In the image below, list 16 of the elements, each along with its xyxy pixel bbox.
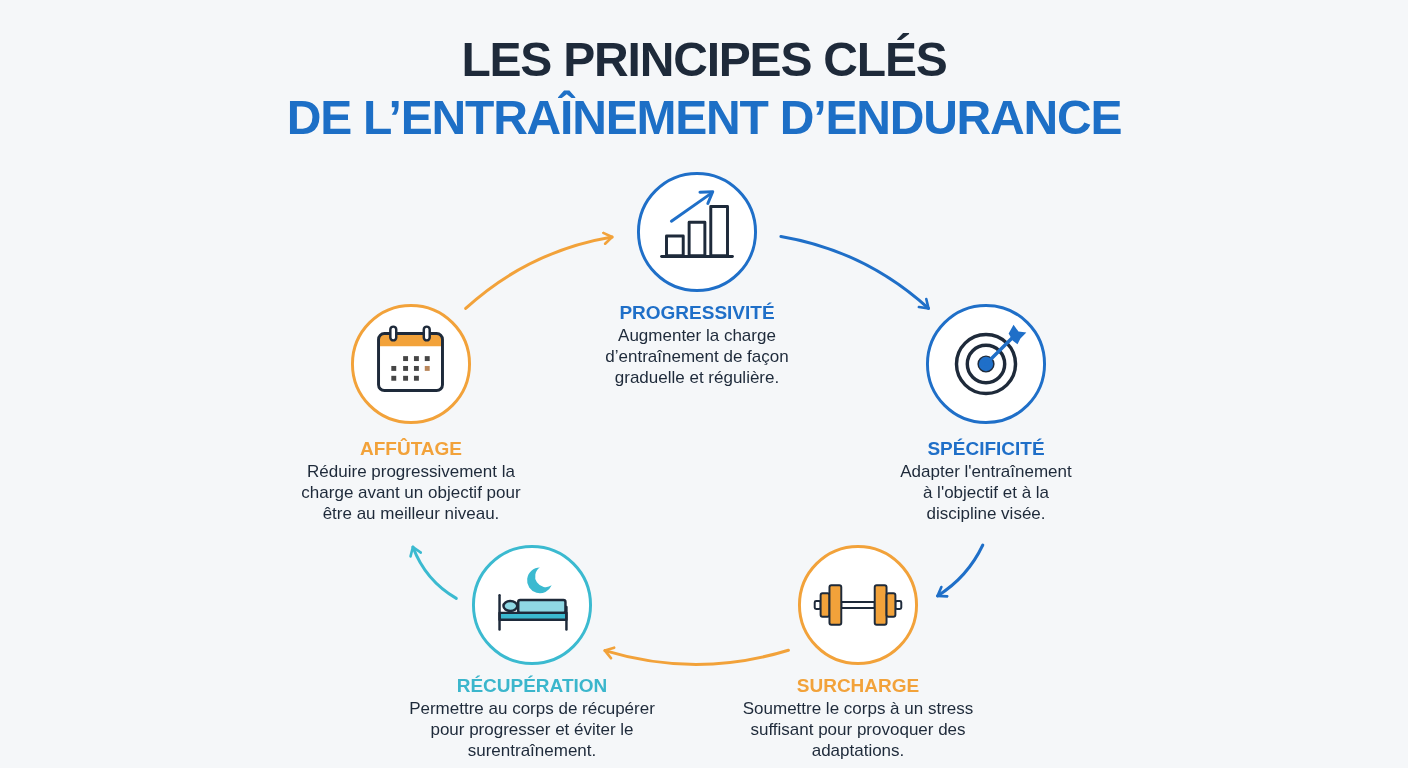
step-heading: PROGRESSIVITÉ — [619, 301, 775, 325]
step-description: Réduire progressivement la charge avant un objectif pour être au meilleur niveau. — [300, 461, 522, 524]
step-heading: SURCHARGE — [796, 674, 920, 698]
curved-arrow — [464, 231, 614, 310]
step-description: Augmenter la charge d’entraînement de façon graduelle et régulière. — [604, 325, 790, 388]
step-heading: AFFÛTAGE — [360, 437, 462, 461]
curved-arrow — [603, 646, 790, 666]
step-heading: SPÉCIFICITÉ — [927, 437, 1045, 461]
curved-arrow — [409, 545, 458, 600]
title: LES PRINCIPES CLÉS DE L’ENTRAÎNEMENT D’ENDURANCE — [285, 32, 1123, 146]
step-description: Permettre au corps de récupérer pour progresser et éviter le surentraînement. — [408, 698, 656, 761]
curved-arrow — [779, 234, 930, 310]
step-heading: RÉCUPÉRATION — [456, 674, 608, 698]
curved-arrow — [936, 543, 985, 598]
step-description: Soumettre le corps à un stress suffisant pour provoquer des adaptations. — [741, 698, 975, 761]
step-description: Adapter l'entraînement à l'objectif et à la discipline visée. — [899, 461, 1073, 524]
